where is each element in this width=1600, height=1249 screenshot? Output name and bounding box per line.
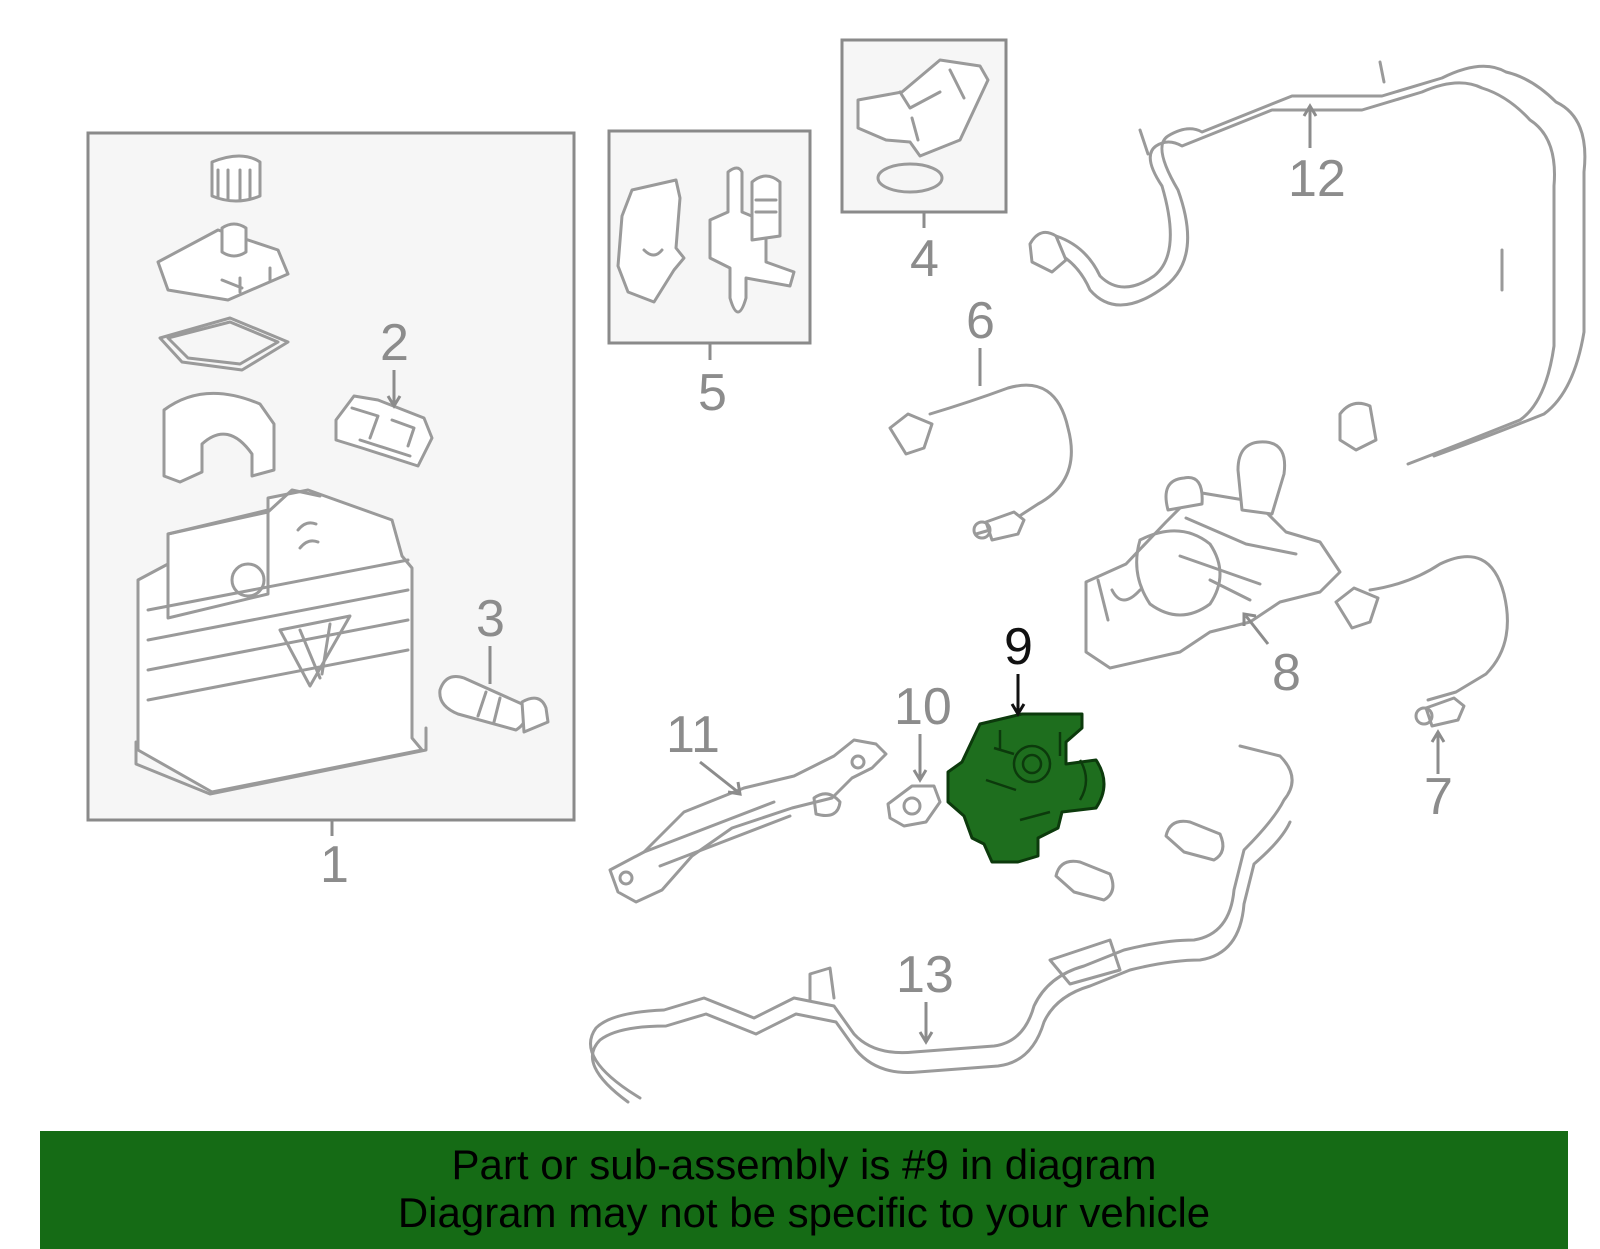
callout-12: 12 — [1288, 150, 1346, 208]
callout-10: 10 — [894, 678, 952, 736]
callout-7: 7 — [1424, 768, 1453, 826]
part-7-oxygen-sensor[interactable] — [1334, 555, 1509, 728]
callout-5: 5 — [698, 364, 727, 422]
callout-3: 3 — [476, 590, 505, 648]
part-9-highlighted-valve[interactable] — [946, 712, 1106, 864]
part-1-canister-assembly[interactable] — [134, 154, 428, 796]
callout-4: 4 — [910, 230, 939, 288]
part-8-air-pump[interactable] — [1084, 440, 1342, 670]
part-5-purge-valve[interactable] — [616, 166, 796, 314]
callout-2: 2 — [380, 314, 409, 372]
callout-8: 8 — [1272, 644, 1301, 702]
callout-9: 9 — [1004, 618, 1033, 676]
banner-line-1: Part or sub-assembly is #9 in diagram — [451, 1141, 1157, 1188]
callout-6: 6 — [966, 292, 995, 350]
part-11-pipe-bracket[interactable] — [608, 738, 888, 904]
part-3-hose-connector[interactable] — [438, 675, 550, 734]
callout-11: 11 — [666, 706, 720, 764]
banner-line-2: Diagram may not be specific to your vehi… — [397, 1189, 1211, 1236]
part-6-oxygen-sensor[interactable] — [888, 383, 1073, 542]
callout-1: 1 — [320, 836, 349, 894]
info-banner: Part or sub-assembly is #9 in diagram Di… — [40, 1131, 1568, 1249]
part-10-gasket[interactable] — [886, 784, 942, 828]
part-12-upper-hose[interactable] — [1028, 60, 1587, 466]
part-4-sensor[interactable] — [856, 58, 990, 194]
part-2-solenoid-bracket[interactable] — [334, 394, 434, 468]
part-13-lower-hose[interactable] — [589, 744, 1294, 1104]
callout-13: 13 — [896, 946, 954, 1004]
